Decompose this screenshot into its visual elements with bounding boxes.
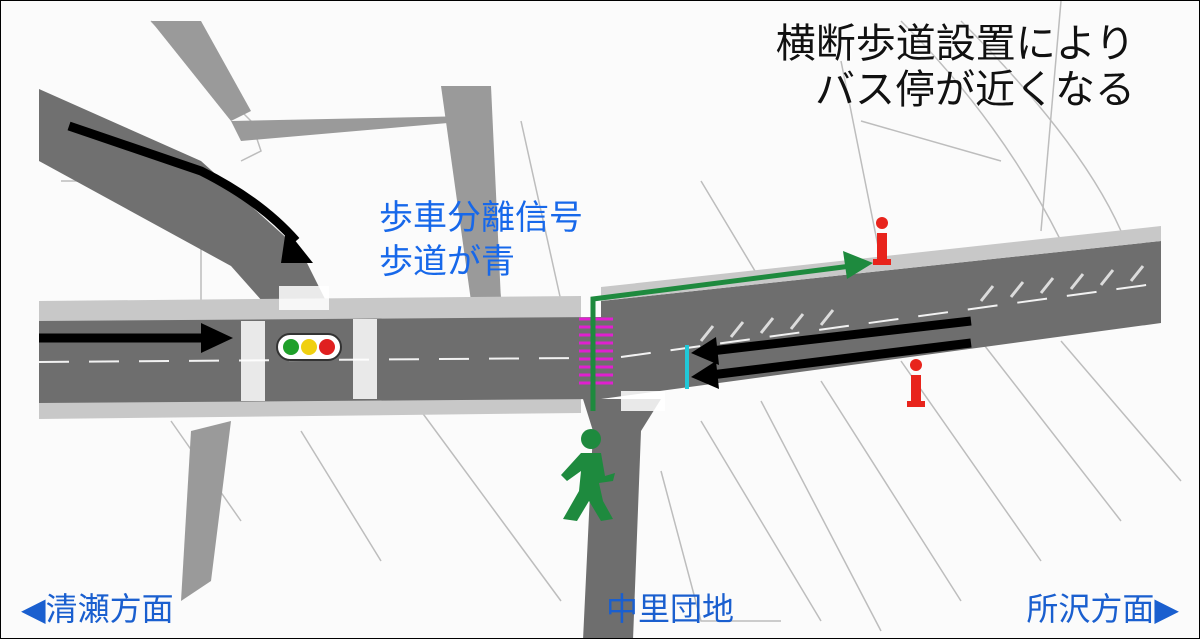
direction-label: 中里団地 — [606, 590, 735, 628]
headline-line1: 横断歩道設置により — [775, 21, 1135, 67]
direction-label: 所沢方面 — [1026, 590, 1155, 628]
new-crosswalk — [579, 317, 613, 385]
direction-kiyose: ◀清瀬方面 — [21, 584, 174, 630]
pedestrian-route-arrowhead — [843, 251, 873, 279]
traffic-signal-icon — [276, 333, 342, 361]
headline: 横断歩道設置により バス停が近くなる — [776, 21, 1135, 113]
headline-line2: バス停が近くなる — [815, 67, 1135, 113]
direction-tokorozawa: 所沢方面▶ — [1026, 584, 1179, 630]
road-main-right — [601, 241, 1161, 399]
direction-nakazato: 中里団地 — [606, 584, 734, 630]
bus-stop-icon — [907, 359, 925, 407]
crosswalk — [241, 286, 665, 411]
vehicle-arrowheads — [201, 229, 719, 389]
pedestrian-icon — [561, 429, 615, 521]
road-side-south — [583, 399, 661, 638]
signal-note: 歩車分離信号 歩道が青 — [379, 196, 583, 284]
background-linework — [61, 1, 1182, 632]
bus-stop-icon — [873, 217, 891, 265]
direction-label: 清瀬方面 — [45, 590, 174, 628]
signal-note-line2: 歩道が青 — [379, 242, 515, 282]
pedestrian-route — [590, 263, 852, 411]
hatched-median — [699, 265, 1145, 342]
left-arrow-icon: ◀ — [21, 590, 46, 628]
right-arrow-icon: ▶ — [1154, 590, 1179, 628]
signal-note-line1: 歩車分離信号 — [379, 198, 583, 238]
background-gray-blocks — [151, 21, 501, 601]
